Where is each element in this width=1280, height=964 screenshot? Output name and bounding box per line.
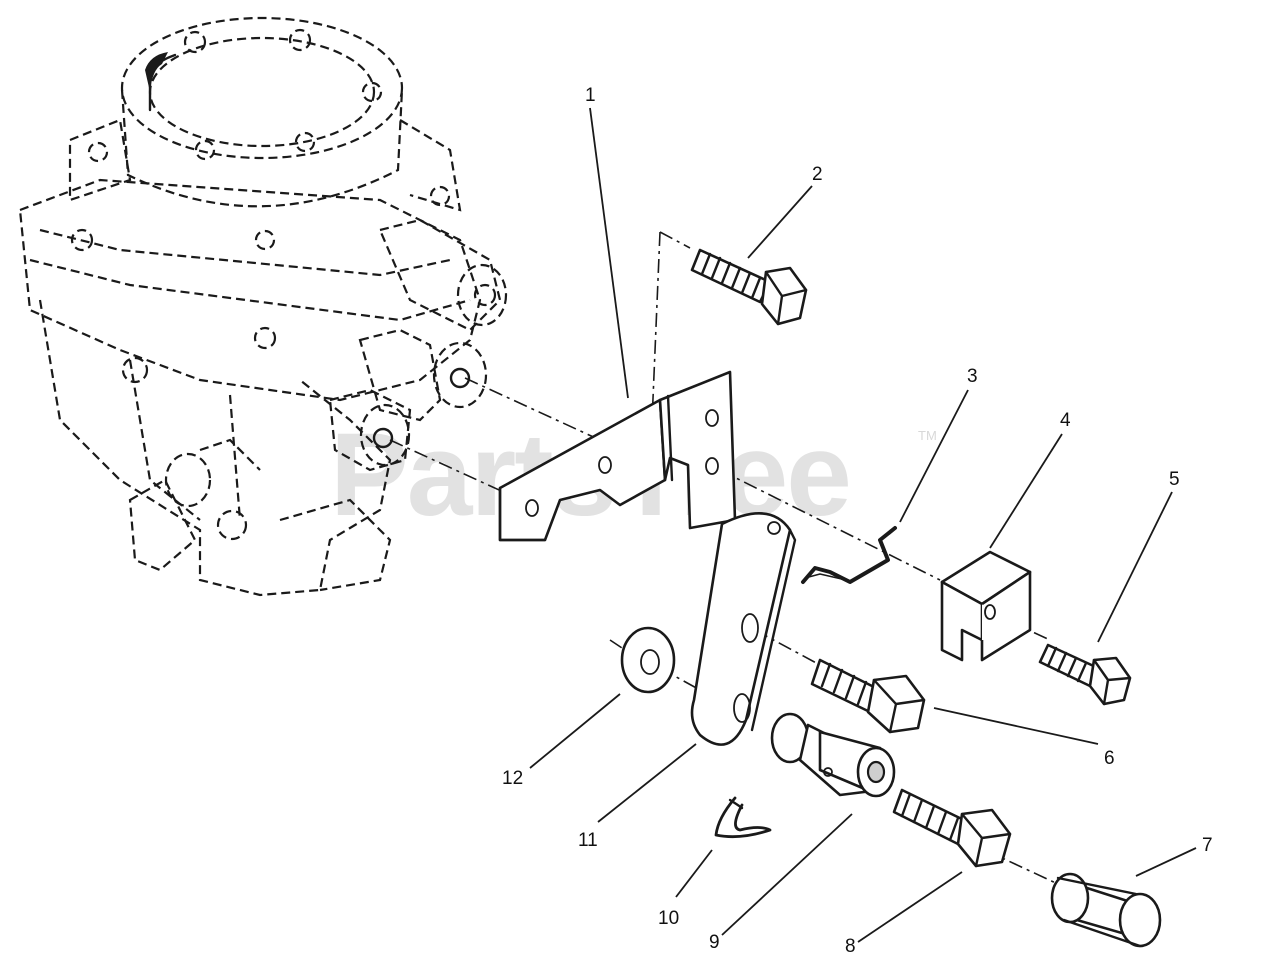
callout-3: 3: [967, 366, 978, 387]
part-4-clamp-block: [940, 550, 1032, 662]
part-1-bracket: [498, 370, 737, 542]
callout-7: 7: [1202, 835, 1213, 856]
callout-12: 12: [502, 768, 523, 789]
part-2-screw: [690, 248, 808, 326]
part-12-washer: [620, 626, 676, 694]
callout-2: 2: [812, 164, 823, 185]
part-5-screw: [1038, 643, 1132, 706]
callout-9: 9: [709, 932, 720, 953]
part-11-link-plate: [690, 512, 797, 746]
part-10-hairpin-clip: [714, 796, 772, 839]
part-3-wire-link: [801, 526, 897, 584]
part-6-screw: [810, 658, 926, 734]
part-9-swivel: [770, 712, 896, 798]
carburetor-outline: [18, 16, 508, 597]
part-8-screw: [892, 788, 1012, 868]
leader-lines: [529, 107, 1197, 943]
part-7-cap: [1050, 872, 1162, 948]
callout-10: 10: [658, 908, 679, 929]
callout-8: 8: [845, 936, 856, 957]
callout-5: 5: [1169, 469, 1180, 490]
callout-1: 1: [585, 85, 596, 106]
callout-11: 11: [578, 830, 598, 851]
callout-6: 6: [1104, 748, 1115, 769]
watermark-trademark: TM: [918, 428, 937, 443]
callout-4: 4: [1060, 410, 1071, 431]
callout-labels: 1 2 3 4 5 6 7 8 9 10 11 12: [502, 85, 1213, 957]
